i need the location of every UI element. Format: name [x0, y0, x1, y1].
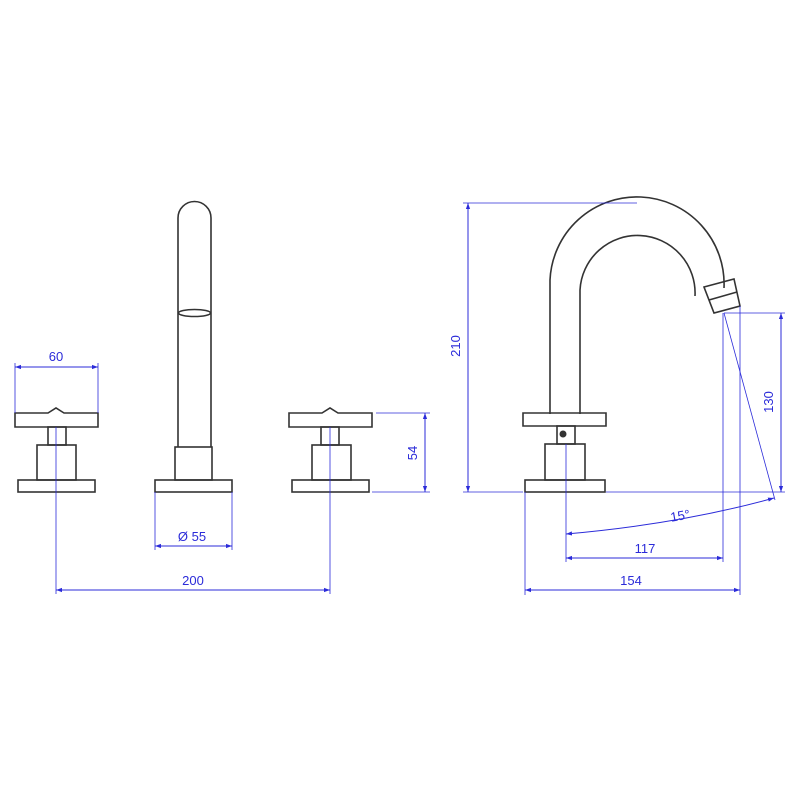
- label-handle-spacing: 200: [182, 573, 204, 588]
- right-handle-front: [288, 407, 373, 493]
- dim-outlet-height: [606, 312, 785, 493]
- dim-handle-height: [372, 412, 430, 493]
- spout-front: [154, 200, 233, 493]
- label-reach-outlet: 117: [635, 541, 656, 556]
- dim-handle-spacing: [55, 427, 331, 594]
- label-handle-width: 60: [49, 349, 63, 364]
- dim-spray-angle: [565, 312, 776, 536]
- dim-spout-height: [463, 202, 637, 493]
- label-base-diameter: Ø 55: [178, 529, 206, 544]
- label-handle-height: 54: [405, 446, 420, 460]
- label-reach-total: 154: [620, 573, 642, 588]
- label-spout-height: 210: [448, 335, 463, 357]
- faucet-side-view: [522, 196, 741, 493]
- label-spray-angle: 15°: [669, 506, 691, 524]
- dim-reach-total: [524, 306, 741, 595]
- dim-handle-width: [14, 363, 99, 413]
- left-handle-front: [14, 407, 99, 493]
- dim-reach-outlet: [565, 444, 724, 562]
- label-outlet-height: 130: [761, 391, 776, 413]
- dim-base-diameter: [154, 492, 233, 550]
